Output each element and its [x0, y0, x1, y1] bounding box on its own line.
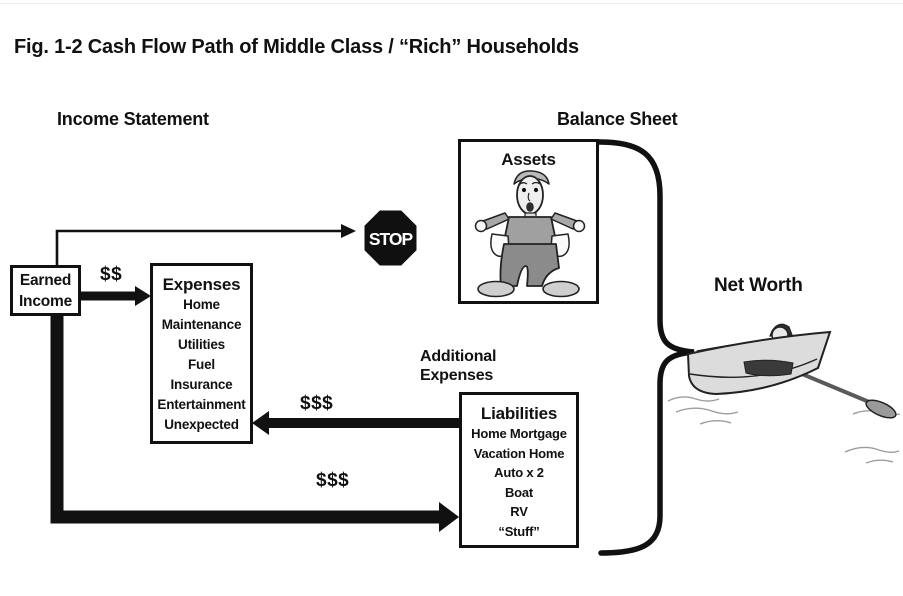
expense-item: Fuel [188, 357, 215, 372]
expense-item: Insurance [170, 377, 233, 392]
liability-item: RV [510, 504, 528, 519]
water-ripples [667, 396, 901, 464]
net-worth-brace [596, 139, 695, 556]
liability-item: “Stuff” [498, 523, 540, 539]
balance-sheet-label: Balance Sheet [557, 109, 678, 129]
assets-box: Assets [458, 139, 599, 304]
expense-item: Maintenance [161, 317, 242, 332]
expense-item: Utilities [178, 337, 225, 352]
expense-item: Unexpected [164, 417, 239, 432]
stop-sign-label: STOP [369, 229, 414, 249]
liability-item: Auto x 2 [494, 465, 544, 480]
liabilities-box: Liabilities Home Mortgage Vacation Home … [459, 392, 579, 548]
expense-item: Home [183, 297, 220, 312]
flow-label-earned-to-expenses: $$ [100, 264, 123, 285]
scan-artifact-line [0, 3, 903, 4]
liability-item: Boat [504, 484, 534, 500]
stop-sign-icon: STOP [364, 210, 417, 266]
assets-title: Assets [501, 150, 556, 169]
arrow-earned-to-stop [55, 224, 356, 266]
rowboat-icon [667, 323, 901, 464]
arrow-liabilities-to-expenses [252, 411, 459, 435]
flow-label-earned-to-liabilities: $$$ [316, 470, 350, 491]
net-worth-label: Net Worth [714, 275, 803, 296]
income-statement-label: Income Statement [57, 109, 209, 129]
expenses-title: Expenses [162, 275, 241, 294]
expenses-box: Expenses Home Maintenance Utilities Fuel… [150, 263, 253, 444]
flow-label-liabilities-to-expenses: $$$ [300, 393, 334, 414]
additional-expenses-label: Additional Expenses [420, 348, 497, 384]
arrow-earned-to-liabilities [50, 316, 459, 532]
earned-income-box: Earned Income [10, 265, 81, 316]
expense-item: Entertainment [157, 397, 246, 412]
figure-title: Fig. 1-2 Cash Flow Path of Middle Class … [14, 36, 579, 58]
liability-item: Home Mortgage [471, 426, 567, 441]
liabilities-title: Liabilities [480, 404, 558, 423]
liability-item: Vacation Home [473, 445, 565, 461]
arrow-earned-to-expenses [81, 286, 151, 306]
